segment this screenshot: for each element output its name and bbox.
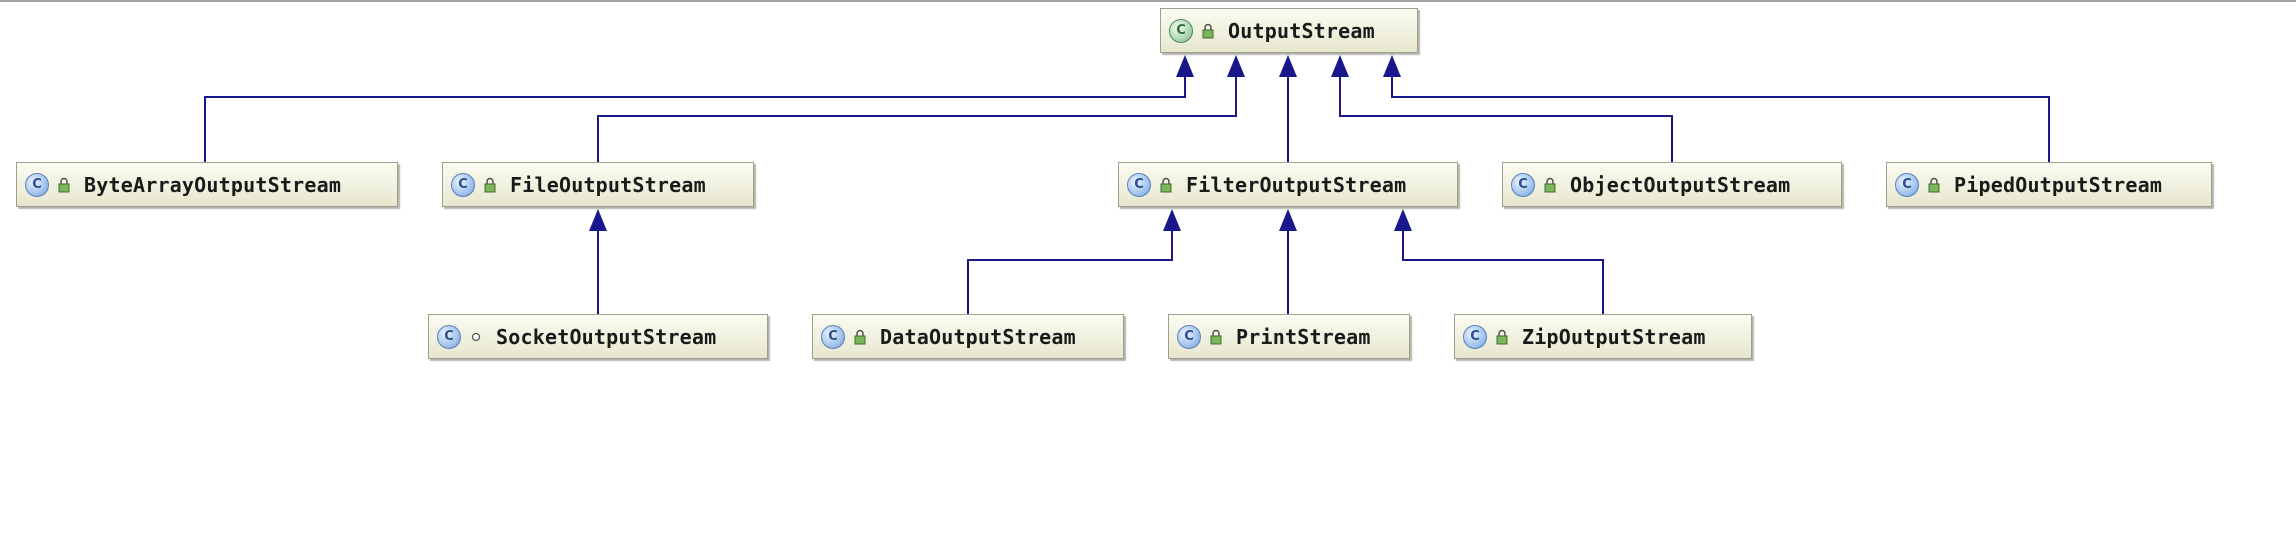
package-private-dot-icon	[468, 329, 484, 345]
inheritance-arrowhead	[1383, 55, 1401, 77]
public-lock-icon	[1494, 329, 1510, 345]
abstract-class-icon: C	[1169, 18, 1193, 43]
inheritance-edge-line	[967, 231, 1173, 314]
class-node-label: PrintStream	[1236, 324, 1371, 349]
inheritance-arrowhead	[1227, 55, 1245, 77]
class-node-objectoutputstream[interactable]: C ObjectOutputStream	[1502, 162, 1842, 207]
class-node-zipoutputstream[interactable]: C ZipOutputStream	[1454, 314, 1752, 359]
class-icon: C	[821, 324, 845, 349]
inheritance-arrowhead	[1279, 55, 1297, 77]
class-node-label: FileOutputStream	[510, 172, 706, 197]
inheritance-edge-line	[1402, 231, 1604, 314]
public-lock-icon	[1208, 329, 1224, 345]
class-icon: C	[25, 172, 49, 197]
class-node-dataoutputstream[interactable]: C DataOutputStream	[812, 314, 1124, 359]
class-node-socketoutputstream[interactable]: C SocketOutputStream	[428, 314, 768, 359]
class-node-pipedoutputstream[interactable]: C PipedOutputStream	[1886, 162, 2212, 207]
inheritance-edge-line	[204, 77, 1186, 162]
class-node-label: PipedOutputStream	[1954, 172, 2163, 197]
inheritance-edge-line	[1339, 77, 1673, 162]
public-lock-icon	[56, 177, 72, 193]
inheritance-arrowhead	[1331, 55, 1349, 77]
class-icon: C	[1895, 172, 1919, 197]
public-lock-icon	[482, 177, 498, 193]
class-node-label: ByteArrayOutputStream	[84, 172, 342, 197]
inheritance-arrowhead	[1394, 209, 1412, 231]
top-border	[0, 0, 2296, 2]
class-node-fileoutputstream[interactable]: C FileOutputStream	[442, 162, 754, 207]
class-icon: C	[451, 172, 475, 197]
class-icon: C	[1177, 324, 1201, 349]
public-lock-icon	[1926, 177, 1942, 193]
class-node-bytearrayoutputstream[interactable]: C ByteArrayOutputStream	[16, 162, 398, 207]
class-node-label: SocketOutputStream	[496, 324, 717, 349]
class-node-label: FilterOutputStream	[1186, 172, 1407, 197]
public-lock-icon	[1542, 177, 1558, 193]
class-node-label: OutputStream	[1228, 18, 1375, 43]
class-node-label: ZipOutputStream	[1522, 324, 1706, 349]
inheritance-edge-line	[1391, 77, 2050, 162]
inheritance-arrowhead	[589, 209, 607, 231]
class-node-filteroutputstream[interactable]: C FilterOutputStream	[1118, 162, 1458, 207]
inheritance-edge-line	[597, 77, 1237, 162]
class-icon: C	[437, 324, 461, 349]
class-icon: C	[1127, 172, 1151, 197]
inheritance-arrowhead	[1279, 209, 1297, 231]
class-node-printstream[interactable]: C PrintStream	[1168, 314, 1410, 359]
class-node-label: DataOutputStream	[880, 324, 1076, 349]
public-lock-icon	[1200, 23, 1216, 39]
public-lock-icon	[852, 329, 868, 345]
public-lock-icon	[1158, 177, 1174, 193]
inheritance-arrowhead	[1163, 209, 1181, 231]
class-node-outputstream[interactable]: C OutputStream	[1160, 8, 1418, 53]
class-icon: C	[1511, 172, 1535, 197]
inheritance-arrowhead	[1176, 55, 1194, 77]
class-icon: C	[1463, 324, 1487, 349]
class-node-label: ObjectOutputStream	[1570, 172, 1791, 197]
